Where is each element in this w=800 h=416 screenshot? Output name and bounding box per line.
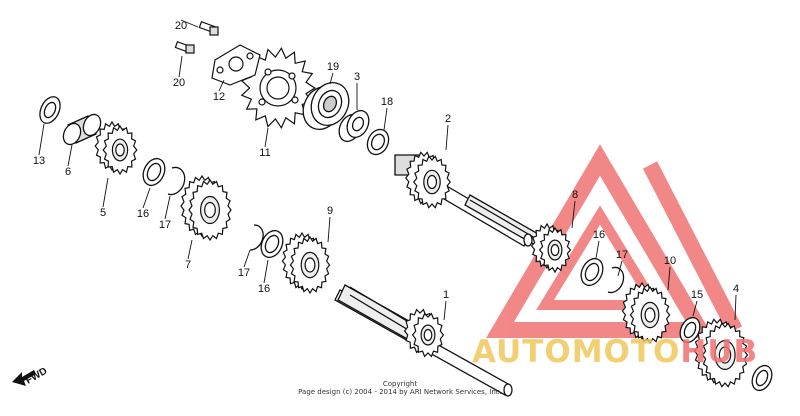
copyright-notice: Copyright Page design (c) 2004 - 2014 by… xyxy=(0,380,800,396)
drive-sprocket xyxy=(240,46,316,130)
part-number-p6: 6 xyxy=(65,166,71,178)
leader-line-p6 xyxy=(67,144,73,167)
leader-line-p12 xyxy=(218,79,225,92)
leader-line-p20a xyxy=(180,19,199,28)
part-number-p16a: 16 xyxy=(137,208,149,220)
watermark-text-accent: HUB xyxy=(680,334,759,370)
part-number-p5: 5 xyxy=(100,207,106,219)
leader-line-p16c xyxy=(595,240,600,259)
part-number-p2: 2 xyxy=(445,113,451,125)
part-number-p17c: 17 xyxy=(616,249,628,261)
leader-line-p4 xyxy=(734,294,737,321)
part-number-p13: 13 xyxy=(33,155,45,167)
leader-line-p20b xyxy=(178,55,183,78)
part-number-p12: 12 xyxy=(213,91,225,103)
part-number-p18: 18 xyxy=(381,96,393,108)
leader-line-p16a xyxy=(142,187,151,209)
circlip-17-a xyxy=(167,166,186,196)
gear-1 xyxy=(403,308,445,358)
part-number-p16c: 16 xyxy=(593,229,605,241)
part-number-p10: 10 xyxy=(664,255,676,267)
washer-end xyxy=(751,364,773,392)
leader-line-p17b xyxy=(243,249,251,268)
leader-line-p7 xyxy=(187,239,193,260)
part-number-p15: 15 xyxy=(691,289,703,301)
part-number-p3: 3 xyxy=(354,71,360,83)
part-number-p11: 11 xyxy=(259,147,270,159)
washer-16-c xyxy=(580,257,604,287)
part-number-p17a: 17 xyxy=(159,219,171,231)
gear-8 xyxy=(530,222,572,274)
leader-line-p17c xyxy=(617,260,623,277)
washer-16-b xyxy=(260,229,284,259)
bolt-20-lower xyxy=(174,41,195,54)
leader-line-p1 xyxy=(443,300,447,321)
part-number-p17b: 17 xyxy=(238,267,250,279)
watermark-text-main: AUTOMOTO xyxy=(472,334,681,370)
leader-line-p10 xyxy=(667,266,671,291)
leader-line-p9 xyxy=(327,216,331,243)
leader-line-p11 xyxy=(264,127,269,148)
washer-15 xyxy=(679,316,701,344)
leader-line-p5 xyxy=(102,177,109,208)
part-number-p20b: 20 xyxy=(173,77,185,89)
gear-2 xyxy=(405,151,451,209)
part-number-p20a: 20 xyxy=(175,20,187,32)
part-number-p9: 9 xyxy=(327,205,333,217)
leader-line-p16b xyxy=(263,259,269,284)
part-number-p16b: 16 xyxy=(258,283,270,295)
leader-line-p13 xyxy=(38,123,45,156)
sprocket-fixing-plate xyxy=(211,44,261,86)
oil-seal xyxy=(366,128,390,156)
bolt-20-upper xyxy=(198,21,219,36)
copyright-text: Page design (c) 2004 - 2014 by ARI Netwo… xyxy=(298,388,502,396)
gear-5 xyxy=(94,120,138,176)
leader-line-p8 xyxy=(571,200,576,229)
leader-line-p17a xyxy=(164,195,171,220)
part-number-p1: 1 xyxy=(443,289,449,301)
watermark-text: AUTOMOTOHUB xyxy=(472,334,758,370)
bearing xyxy=(302,82,350,130)
part-number-p19: 19 xyxy=(327,61,339,73)
circlip-17-b xyxy=(249,224,264,251)
gear-4 xyxy=(693,318,749,388)
gears xyxy=(94,120,749,388)
part-number-p4: 4 xyxy=(733,283,739,295)
leader-line-p18 xyxy=(383,107,388,131)
gear-10 xyxy=(621,281,671,345)
leader-line-p15 xyxy=(692,300,698,317)
leader-line-p2 xyxy=(445,124,449,151)
circlip-17-c xyxy=(607,266,625,294)
copyright-title: Copyright xyxy=(382,380,418,388)
gear-9 xyxy=(281,231,331,295)
collar xyxy=(338,109,370,143)
washer-16-a xyxy=(142,157,166,187)
gear-7 xyxy=(180,174,232,242)
thrust-washer-13 xyxy=(39,96,61,124)
part-number-p8: 8 xyxy=(572,189,578,201)
bushing-6 xyxy=(62,113,102,146)
leader-line-p19 xyxy=(329,72,334,85)
part-number-p7: 7 xyxy=(185,259,191,271)
